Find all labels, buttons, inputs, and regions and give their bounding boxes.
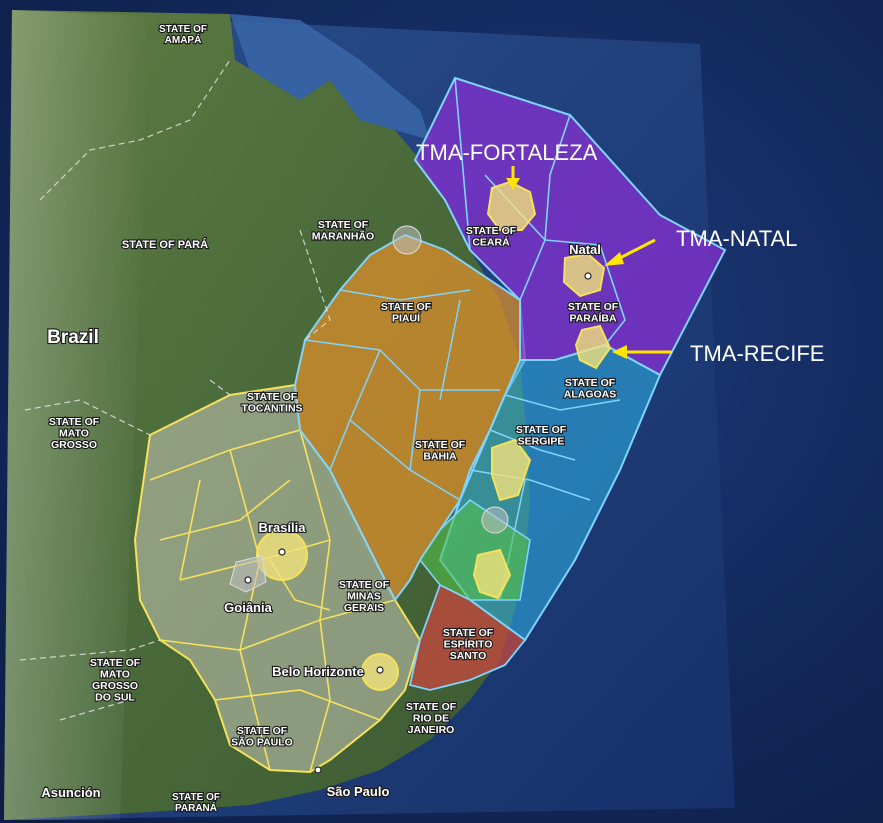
state-label-line: JANEIRO: [408, 724, 455, 736]
state-label-line: ESPÍRITO: [444, 638, 493, 651]
natal-dot: [584, 272, 592, 280]
goiania-dot: [244, 576, 252, 584]
state-label-line: STATE OF: [159, 24, 207, 35]
state-label-line: STATE OF: [49, 416, 100, 428]
tma-natal-area: [562, 252, 606, 298]
arrow-fortaleza-head: [506, 178, 520, 190]
sector-northeast-borders: [454, 77, 626, 346]
state-label-line: AMAPÁ: [165, 33, 202, 46]
state-label-line: PIAUÍ: [392, 312, 421, 325]
state-label-line: MATO: [100, 669, 130, 681]
city-label-natal: Natal: [569, 242, 601, 257]
state-label-line: GERAIS: [344, 602, 384, 614]
state-label-line: PARANÁ: [175, 801, 217, 814]
arrow-natal-head: [604, 252, 624, 266]
state-label-line: SERGIPE: [518, 436, 565, 448]
sao-paulo-dot: [314, 766, 322, 774]
state-label-line: STATE OF: [466, 225, 517, 237]
sector-bahia-borders: [304, 289, 500, 501]
city-label-asuncion: Asunción: [41, 785, 100, 800]
annotation-tma-fortaleza: TMA-FORTALEZA: [416, 140, 598, 165]
state-label-line: STATE OF: [381, 301, 432, 313]
bh-dot: [376, 666, 384, 674]
state-label-line: GROSSO: [51, 439, 97, 451]
brasilia-dot: [278, 548, 286, 556]
grey-area-maranhao: [392, 225, 422, 255]
state-label-line: STATE OF PARÁ: [122, 238, 208, 251]
arrow-recife-head: [612, 345, 627, 359]
state-label-line: STATE OF: [415, 439, 466, 451]
annotation-tma-recife: TMA-RECIFE: [690, 341, 824, 366]
city-label-brasilia: Brasília: [259, 520, 307, 535]
state-label-line: SÃO PAULO: [231, 736, 293, 749]
state-label-line: STATE OF: [90, 657, 141, 669]
state-label-line: ALAGOAS: [564, 389, 617, 401]
river-mouth: [230, 14, 430, 140]
state-label-line: STATE OF: [318, 219, 369, 231]
country-label: Brazil: [47, 327, 99, 348]
state-label-line: GROSSO: [92, 680, 138, 692]
state-label-line: MATO: [59, 428, 89, 440]
state-label-line: STATE OF: [568, 301, 619, 313]
city-label-sao-paulo: São Paulo: [327, 784, 390, 799]
state-label-line: TOCANTINS: [241, 403, 302, 415]
state-label-line: STATE OF: [247, 391, 298, 403]
tma-grey-areas: [229, 225, 509, 593]
state-label-line: STATE OF: [443, 627, 494, 639]
tma-salvador-area: [491, 438, 532, 502]
state-label-line: CEARÁ: [472, 236, 510, 249]
state-label-line: STATE OF: [406, 701, 457, 713]
state-label-line: PARAÍBA: [569, 312, 616, 325]
state-label-line: DO SUL: [95, 692, 135, 704]
city-label-belo-horizonte: Belo Horizonte: [272, 664, 364, 679]
state-label-line: BAHIA: [423, 451, 457, 463]
tma-vitoria-area: [472, 548, 512, 600]
state-label-line: SANTO: [450, 650, 487, 662]
grey-area-goiania: [229, 555, 267, 593]
arrow-natal-shaft: [615, 238, 656, 262]
state-label-para: STATE OF PARÁ: [122, 238, 208, 251]
state-label-line: STATE OF: [237, 725, 288, 737]
tma-recife-area: [574, 324, 612, 370]
tma-areas: [256, 180, 612, 691]
state-label-line: MINAS: [347, 591, 381, 603]
annotation-arrows: [506, 166, 672, 359]
state-label-line: STATE OF: [172, 792, 220, 803]
sector-red: [408, 583, 527, 691]
state-label-line: STATE OF: [565, 377, 616, 389]
city-label-goiania: Goiânia: [224, 600, 272, 615]
state-label-line: RIO DE: [413, 713, 449, 725]
state-label-line: STATE OF: [339, 579, 390, 591]
state-label-line: STATE OF: [516, 424, 567, 436]
city-dots: [244, 272, 592, 774]
grey-area-coast: [481, 506, 509, 534]
state-label-line: MARANHÃO: [312, 230, 374, 243]
annotation-tma-natal: TMA-NATAL: [676, 226, 797, 251]
panel-shine: [4, 10, 150, 820]
